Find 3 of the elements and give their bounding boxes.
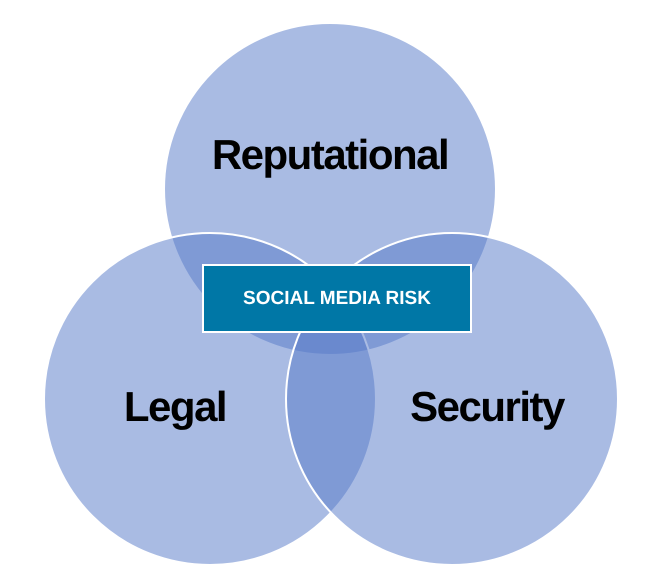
category-label: Reputational bbox=[212, 134, 448, 176]
category-label: Legal bbox=[124, 386, 226, 428]
category-label: Security bbox=[410, 386, 564, 428]
